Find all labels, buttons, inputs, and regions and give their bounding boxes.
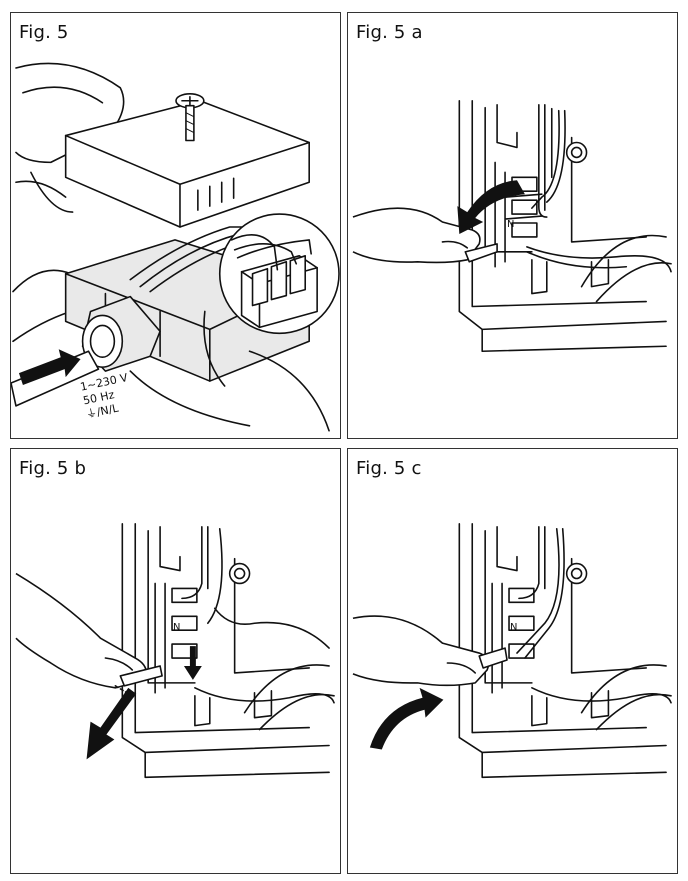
arrow-icon [18,349,81,386]
terminal-insert-illustration: N [352,99,672,353]
finger-icon [352,207,481,264]
finger-icon [15,572,148,689]
terminal-box-illustration [11,62,340,432]
n-terminal-mark: N [507,219,514,230]
figure-label: Fig. 5 [19,22,69,43]
arrow-icon [183,646,202,680]
figure-label: Fig. 5 a [356,22,423,43]
n-terminal-mark: N [173,622,180,633]
figure-5b-panel: N Fig. 5 b [10,448,341,874]
finger-icon [352,615,490,687]
figure-label: Fig. 5 b [19,458,87,479]
arrow-icon [86,687,137,760]
figure-label: Fig. 5 c [356,458,422,479]
figure-5-panel: Fig. 5 1~230 V 50 Hz ⏚/N/L [10,12,341,439]
wire-insertion-illustration: N [15,523,335,779]
figure-5c-panel: N Fig. 5 c [347,448,678,874]
curved-arrow-icon [457,180,525,234]
n-terminal-mark: N [510,622,517,633]
screw-icon [175,93,205,142]
lever-release-illustration: N [352,523,672,779]
figure-5a-panel: N Fig. 5 a [347,12,678,439]
curved-arrow-icon [369,687,444,750]
